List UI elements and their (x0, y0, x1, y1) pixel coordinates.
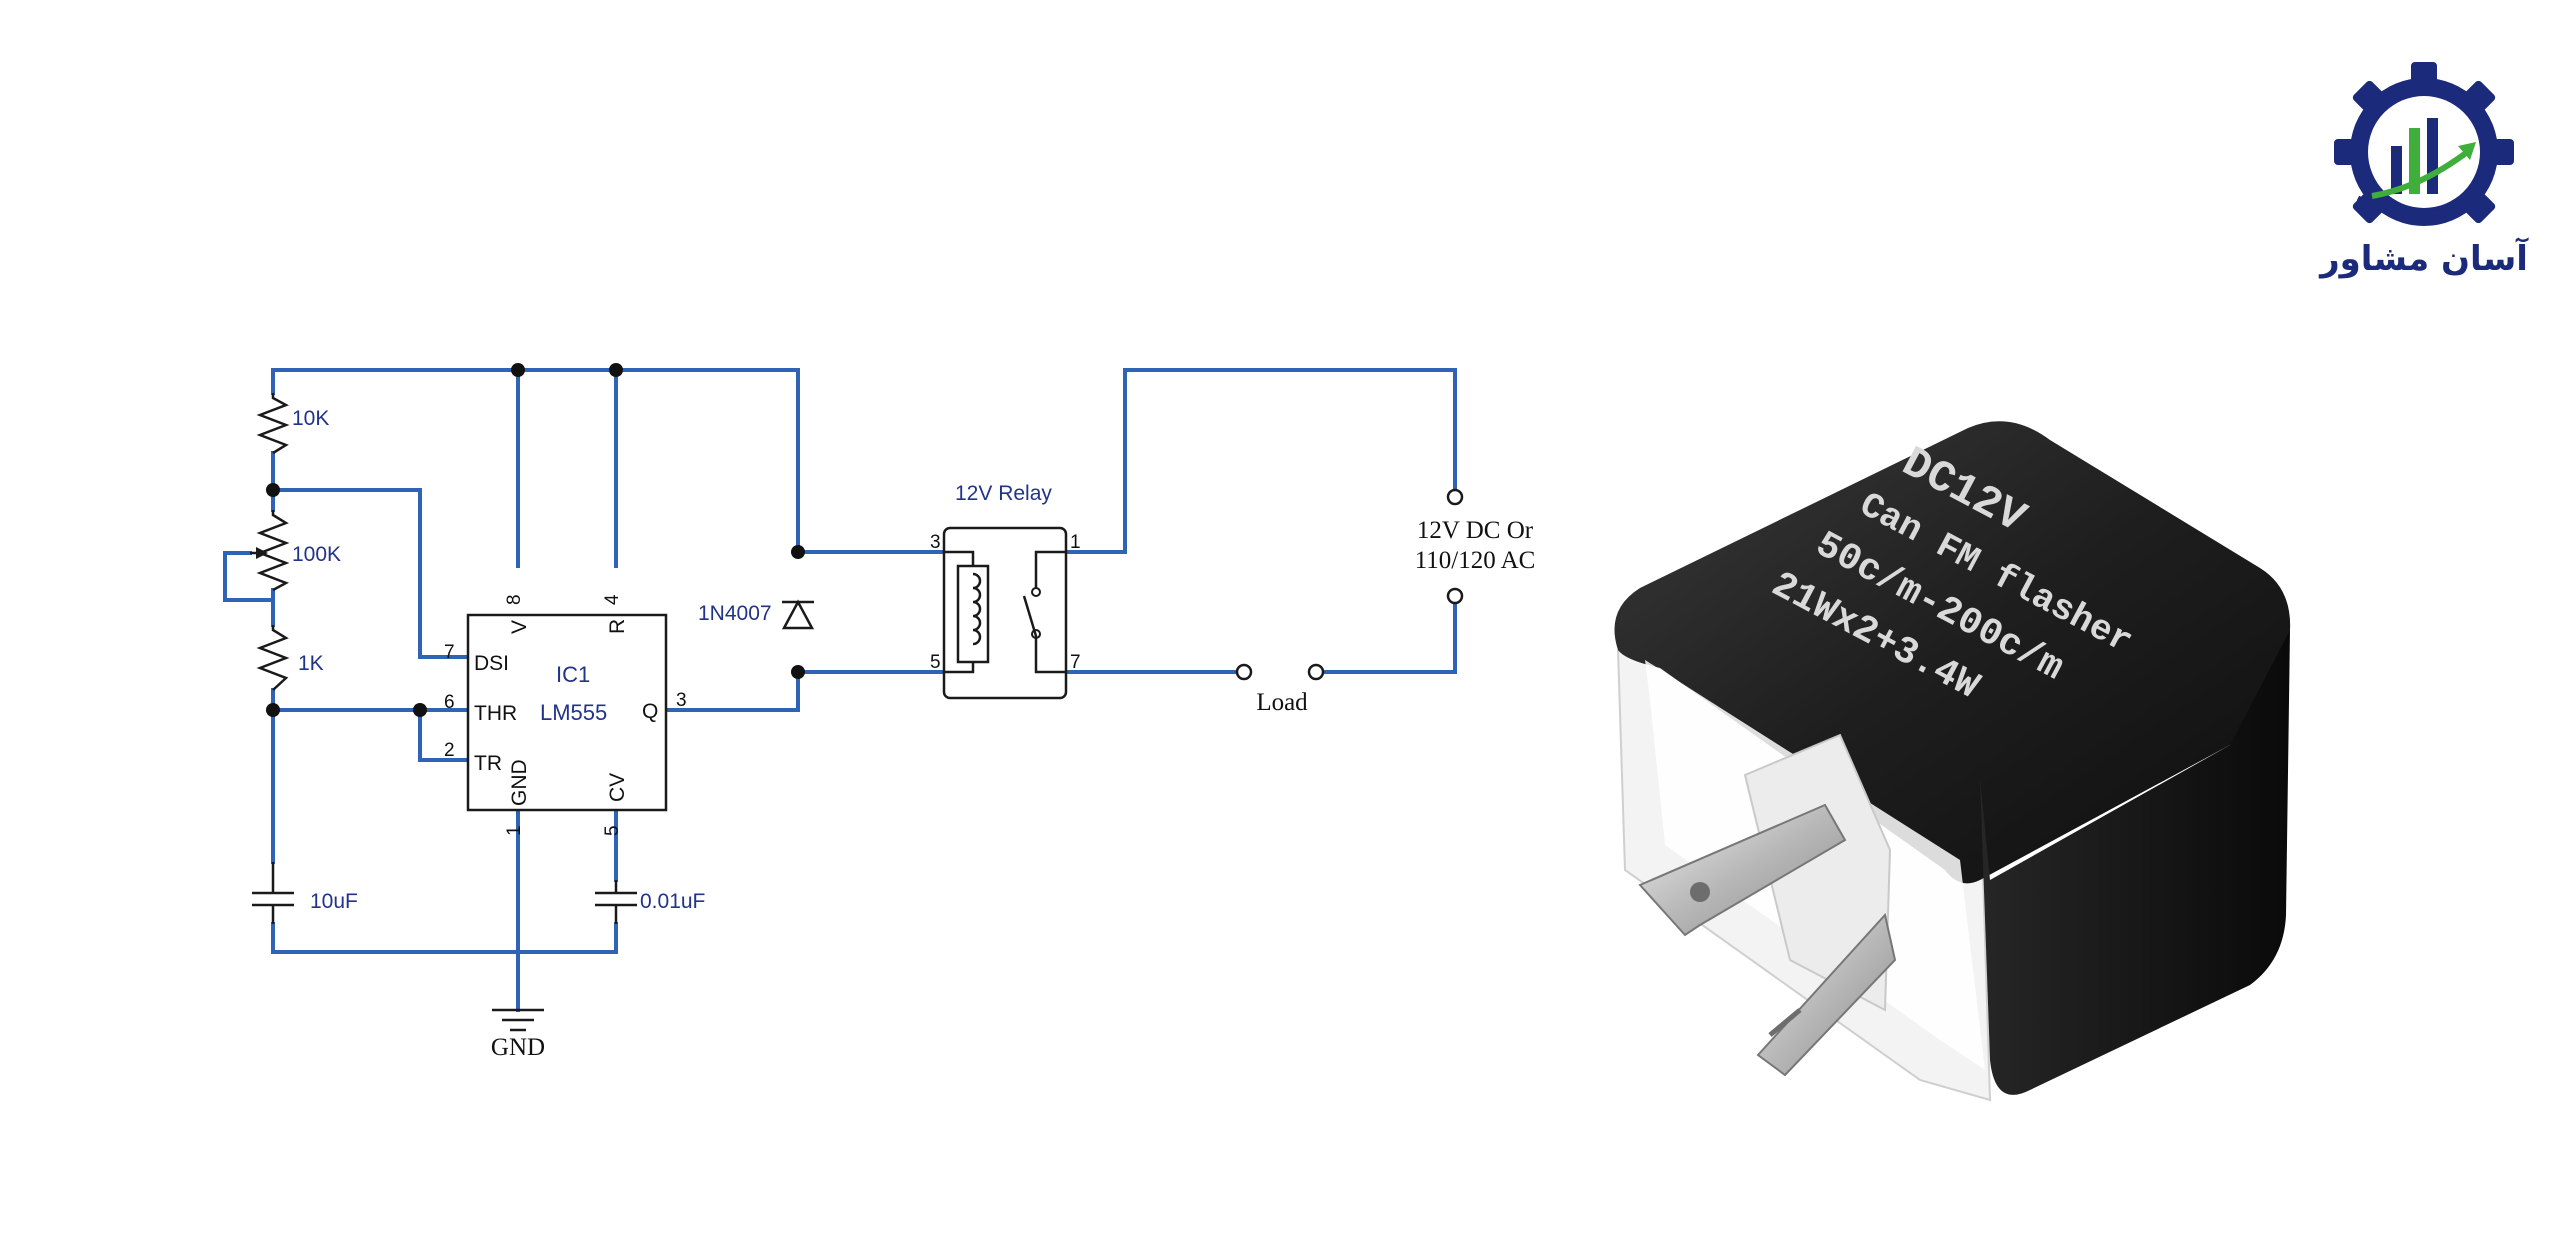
load-terminals: Load (1235, 663, 1325, 716)
pin-number-4: 4 (602, 594, 623, 605)
potentiometer-100k-label: 100K (292, 543, 341, 566)
ground-label: GND (491, 1034, 545, 1061)
supply-terminals: 12V DC Or 110/120 AC (1415, 488, 1536, 605)
pin-number-3: 3 (676, 690, 687, 711)
logo: آسان مشاور (2318, 62, 2529, 279)
pin-label-cv: CV (606, 773, 629, 802)
hand-icon (2356, 195, 2481, 217)
diode-1n4007: 1N4007 (698, 592, 816, 632)
ic-ref-label: IC1 (556, 662, 590, 687)
ic-lm555: IC1 LM555 DSI THR TR Q GND CV V R 7 6 2 … (444, 594, 687, 836)
ic-part-label: LM555 (540, 700, 607, 725)
pin-number-1: 1 (504, 825, 525, 836)
capacitor-001uf-label: 0.01uF (640, 890, 705, 913)
supply-label-line1: 12V DC Or (1417, 517, 1534, 544)
pin-label-dsi: DSI (474, 652, 509, 675)
relay-label: 12V Relay (955, 482, 1052, 505)
capacitor-10uf: 10uF (252, 862, 358, 924)
resistor-1k: 1K (256, 625, 324, 691)
capacitor-10uf-label: 10uF (310, 890, 358, 913)
terminal-blade (1638, 803, 1897, 1077)
flasher-relay-photo: DC12V Can FM flasher 50c/m-200c/m 21Wx2+… (1614, 421, 2291, 1102)
pin-label-v: V (508, 620, 531, 634)
relay-12v: 12V Relay 3 1 5 7 (930, 482, 1081, 700)
pin-label-q: Q (642, 700, 658, 723)
relay-pin-3: 3 (930, 532, 941, 553)
diode-label: 1N4007 (698, 602, 772, 625)
load-label: Load (1256, 689, 1308, 716)
resistor-10k: 10K (256, 393, 329, 455)
pin-number-8: 8 (504, 594, 525, 605)
resistor-1k-label: 1K (298, 652, 324, 675)
brand-name: آسان مشاور (2318, 237, 2529, 279)
pin-number-6: 6 (444, 692, 455, 713)
relay-pin-1: 1 (1070, 532, 1081, 553)
ground-symbol: GND (491, 1008, 545, 1061)
pin-number-2: 2 (444, 740, 455, 761)
pin-number-7: 7 (444, 642, 455, 663)
resistor-10k-label: 10K (292, 407, 329, 430)
wires (223, 368, 1457, 1012)
relay-pin-5: 5 (930, 652, 941, 673)
relay-pin-7: 7 (1070, 652, 1081, 673)
trend-arrow-icon (2371, 142, 2476, 199)
pin-number-5: 5 (602, 825, 623, 836)
pin-label-tr: TR (474, 752, 502, 775)
capacitor-001uf: 0.01uF (595, 880, 705, 924)
pin-label-gnd: GND (508, 759, 531, 806)
potentiometer-100k: 100K (250, 510, 341, 592)
junction-dots (266, 363, 805, 717)
circuit-schematic: 10K 100K 1K 10uF 0.01uF GND (223, 363, 1536, 1061)
pin-label-thr: THR (474, 702, 517, 725)
pin-label-r: R (606, 619, 629, 634)
bar-chart-icon (2391, 118, 2438, 194)
supply-label-line2: 110/120 AC (1415, 547, 1536, 574)
